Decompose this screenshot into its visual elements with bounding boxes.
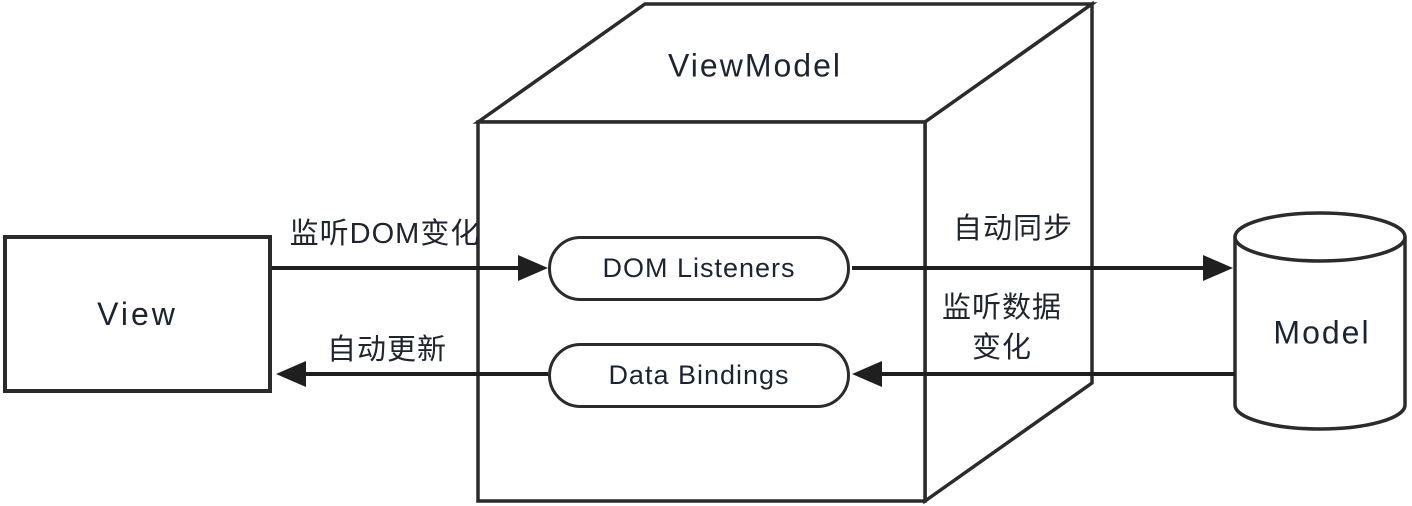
dom-listeners-node: DOM Listeners	[548, 236, 850, 301]
model-cylinder-top	[1233, 211, 1407, 263]
view-node-label: View	[97, 295, 178, 332]
data-bindings-label: Data Bindings	[608, 360, 790, 390]
arrow-databindings-to-view-head	[276, 361, 306, 387]
data-bindings-node: Data Bindings	[548, 343, 850, 408]
dom-listeners-label: DOM Listeners	[602, 253, 796, 283]
edge-label-listen-data-changes: 监听数据变化	[941, 292, 1062, 364]
edge-label-listen-dom-changes: 监听DOM变化	[289, 218, 481, 250]
arrow-model-to-databindings-head	[852, 361, 882, 387]
arrow-view-to-domlisteners-head	[518, 255, 548, 281]
model-node-label: Model	[1273, 314, 1371, 351]
model-cylinder-body	[1233, 237, 1407, 431]
arrow-domlisteners-to-model-head	[1203, 255, 1233, 281]
viewmodel-node-label: ViewModel	[668, 47, 842, 84]
edge-label-auto-sync: 自动同步	[952, 213, 1074, 245]
viewmodel-cube-front-face	[476, 120, 927, 503]
view-node: View	[3, 235, 272, 393]
edge-label-auto-update: 自动更新	[326, 334, 448, 366]
